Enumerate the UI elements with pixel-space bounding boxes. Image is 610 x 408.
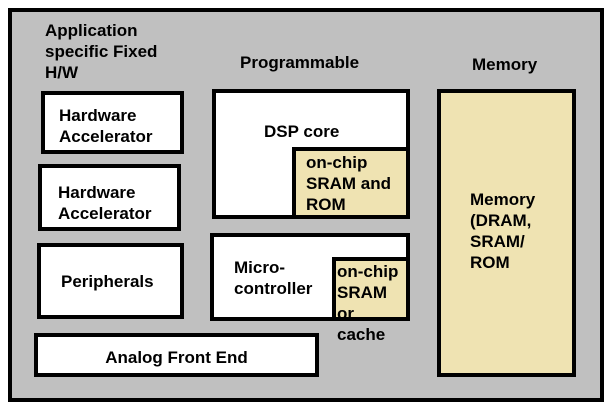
hardware-accelerator-1-block: Hardware Accelerator [41, 91, 184, 154]
peripherals-label: Peripherals [61, 272, 154, 291]
hardware-accelerator-2-block: Hardware Accelerator [38, 164, 181, 231]
peripherals-block: Peripherals [37, 243, 184, 319]
dsp-onchip-memory-block: on-chip SRAM and ROM [292, 147, 410, 219]
hardware-accelerator-2-label: Hardware Accelerator [58, 183, 152, 223]
analog-front-end-label: Analog Front End [105, 348, 248, 367]
fixed-hw-heading: Application specific Fixed H/W [45, 21, 158, 82]
dsp-onchip-memory-label: on-chip SRAM and ROM [306, 153, 391, 214]
memory-block: Memory (DRAM, SRAM/ ROM [437, 89, 576, 377]
memory-label: Memory (DRAM, SRAM/ ROM [470, 190, 536, 272]
memory-heading: Memory [472, 55, 538, 74]
microcontroller-label: Micro- controller [234, 258, 313, 298]
mcu-onchip-memory-block: on-chip SRAM or cache [332, 257, 410, 344]
analog-front-end-block: Analog Front End [34, 333, 319, 377]
mcu-onchip-memory-label: on-chip SRAM or cache [337, 262, 399, 344]
dsp-core-label: DSP core [264, 122, 340, 141]
hardware-accelerator-1-label: Hardware Accelerator [59, 106, 153, 146]
programmable-heading: Programmable [240, 53, 360, 72]
